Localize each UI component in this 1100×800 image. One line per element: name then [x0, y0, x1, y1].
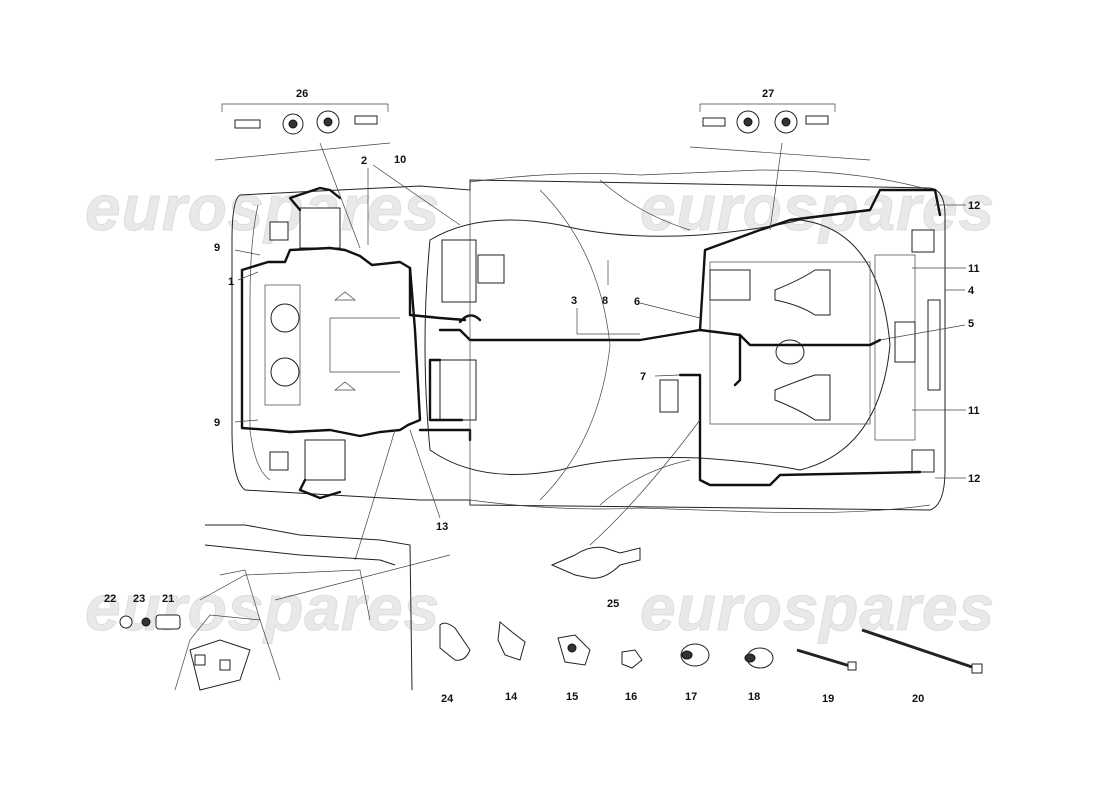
- callout-16: 16: [625, 691, 637, 703]
- callout-15: 15: [566, 691, 578, 703]
- callout-11-bottom: 11: [968, 405, 980, 417]
- watermark-top-right: eurospares: [640, 172, 995, 244]
- watermark-bottom-left: eurospares: [85, 572, 440, 644]
- callout-3: 3: [571, 295, 577, 307]
- callout-24: 24: [441, 693, 454, 705]
- callout-11-top: 11: [968, 263, 980, 275]
- callout-10-label: 10: [394, 154, 406, 166]
- callout-5: 5: [968, 318, 974, 330]
- callout-17: 17: [685, 691, 697, 703]
- callout-26: 26: [296, 88, 308, 100]
- callout-2: 2: [361, 155, 367, 167]
- small-parts-row: [119, 546, 983, 674]
- callout-7: 7: [640, 371, 646, 383]
- car-body-outline: [231, 169, 946, 514]
- front-components: [264, 207, 505, 481]
- callout-27: 27: [762, 88, 774, 100]
- callout-4: 4: [968, 285, 975, 297]
- callout-9-top: 9: [214, 242, 220, 254]
- callout-14: 14: [505, 691, 518, 703]
- watermark-bottom-right: eurospares: [640, 572, 995, 644]
- callout-13: 13: [436, 521, 448, 533]
- callout-leaders: [234, 164, 966, 519]
- callout-18: 18: [748, 691, 760, 703]
- watermark-top-left: eurospares: [85, 172, 440, 244]
- callout-19: 19: [822, 693, 834, 705]
- watermark-layer: eurospares eurospares eurospares eurospa…: [85, 172, 995, 645]
- callout-25: 25: [607, 598, 619, 610]
- callout-20: 20: [912, 693, 924, 705]
- detail-inset-27: [689, 103, 871, 161]
- callout-22: 22: [104, 593, 116, 605]
- callout-9-bottom: 9: [214, 417, 220, 429]
- callout-6: 6: [634, 296, 640, 308]
- wiring-harness-runs: [240, 186, 942, 500]
- callout-12-bottom: 12: [968, 473, 980, 485]
- callout-labels: 1 2 3 4 5 6 7 8 9 9 10 10 11 11 12 12 13…: [104, 88, 980, 705]
- leader-lines: [274, 142, 783, 601]
- callout-21: 21: [162, 593, 174, 605]
- callout-23: 23: [133, 593, 145, 605]
- detail-inset-door: [174, 524, 413, 691]
- rear-components: [659, 229, 941, 473]
- callout-12-top: 12: [968, 200, 980, 212]
- callout-1: 1: [228, 276, 234, 288]
- detail-inset-26: [214, 103, 391, 161]
- callout-8: 8: [602, 295, 608, 307]
